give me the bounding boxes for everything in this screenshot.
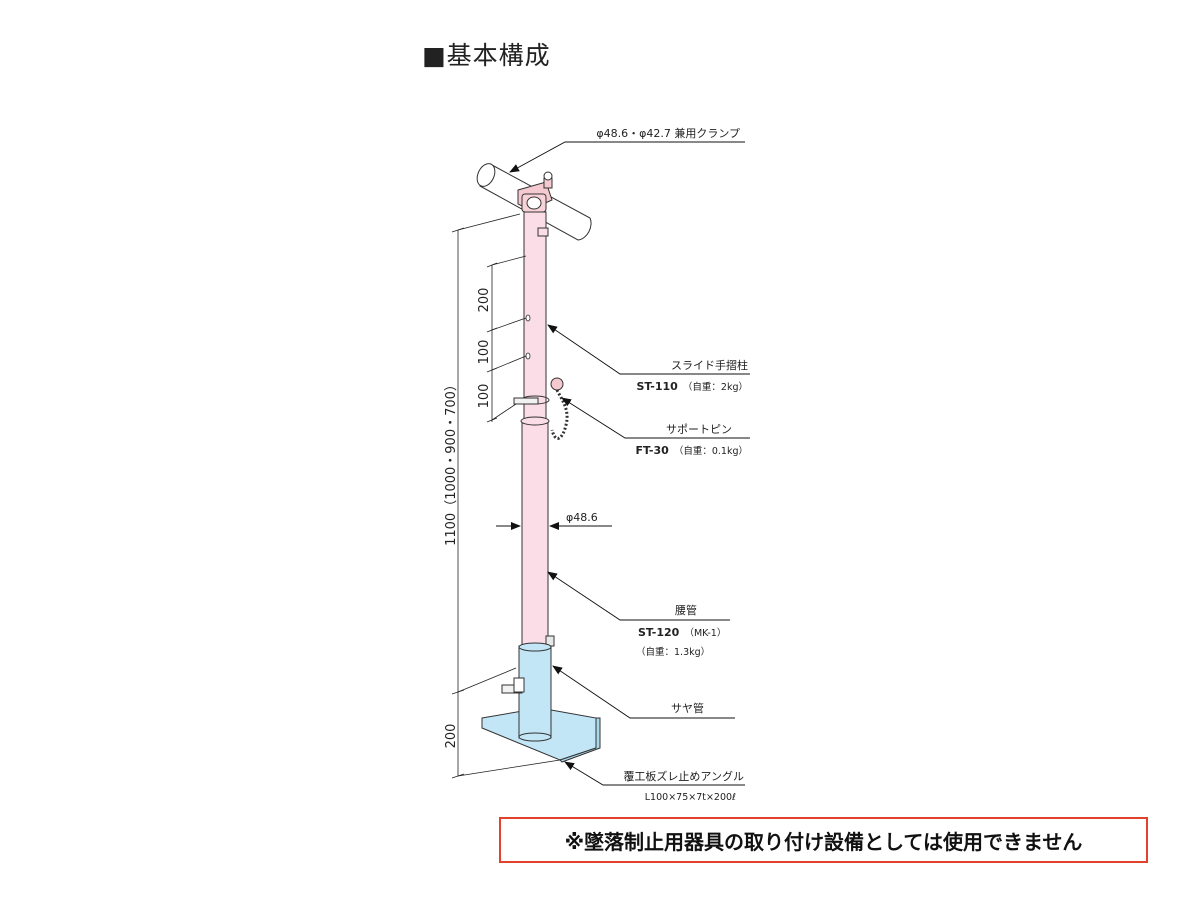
slide-post	[520, 211, 550, 421]
label-sleeve: サヤ管	[671, 701, 704, 715]
dim-base-200: 200	[444, 724, 459, 749]
label-diameter: φ48.6	[566, 511, 598, 524]
label-angle-spec: L100×75×7t×200ℓ	[645, 792, 736, 803]
label-slide-post-code: ST-110	[636, 380, 678, 393]
label-support-pin-weight: （自重：0.1kg）	[674, 445, 748, 457]
label-slide-post: スライド手摺柱	[671, 358, 748, 372]
leader-lines	[496, 141, 750, 786]
label-waist-pipe-weight: （自重：1.3kg）	[636, 646, 710, 658]
dim-low-100: 100	[477, 384, 492, 409]
waist-pipe	[520, 416, 555, 651]
label-waist-pipe-model: （MK-1）	[684, 627, 726, 639]
label-angle: 覆工板ズレ止めアングル	[623, 769, 744, 783]
dim-mid-100: 100	[477, 340, 492, 365]
dimension-lines	[451, 213, 561, 779]
label-slide-post-spec: ST-110 （自重：2kg）	[636, 375, 748, 394]
sleeve-pipe	[501, 642, 552, 742]
label-support-pin-code: FT-30	[635, 444, 669, 457]
label-support-pin-spec: FT-30 （自重：0.1kg）	[635, 439, 748, 458]
support-pin	[513, 377, 569, 440]
label-waist-pipe-spec: ST-120 （MK-1）	[638, 621, 726, 640]
warning-notice: ※墜落制止用器具の取り付け設備としては使用できません	[499, 817, 1148, 863]
page-title: ■基本構成	[422, 41, 551, 70]
label-slide-post-weight: （自重：2kg）	[683, 381, 748, 393]
dim-total-height: 1100（1000・900・700）	[444, 378, 459, 546]
label-support-pin: サポートピン	[666, 423, 732, 436]
label-clamp: φ48.6・φ42.7 兼用クランプ	[596, 127, 740, 140]
label-waist-pipe-code: ST-120	[638, 626, 680, 639]
dim-top-200: 200	[477, 288, 492, 313]
label-waist-pipe: 腰管	[675, 603, 697, 617]
